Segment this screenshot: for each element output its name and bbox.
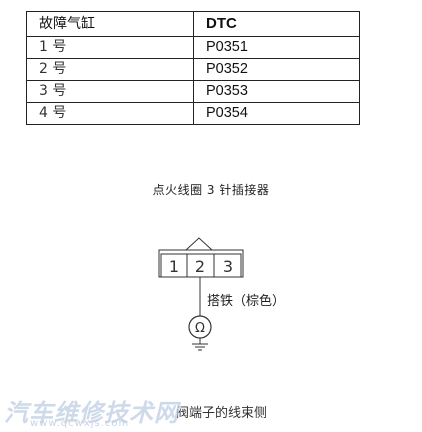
cell-cylinder: 1 号	[26, 36, 194, 59]
pin-2-label: 2	[195, 257, 205, 276]
watermark-url: www.qcwxjs.com	[30, 418, 130, 429]
table-row: 1 号 P0351	[26, 36, 360, 59]
cell-dtc: P0354	[193, 102, 360, 125]
cell-dtc: P0351	[193, 36, 360, 59]
header-dtc: DTC	[193, 11, 360, 37]
harness-side-caption: 阀端子的线束侧	[176, 406, 268, 421]
connector-caption: 点火线圈 3 针插接器	[152, 183, 270, 197]
cell-dtc: P0352	[193, 58, 360, 81]
table-row: 4 号 P0354	[26, 102, 360, 125]
table-row: 2 号 P0352	[26, 58, 360, 81]
cell-cylinder: 2 号	[26, 58, 194, 81]
pin-3-label: 3	[223, 257, 233, 276]
connector-pin-frame	[160, 253, 242, 278]
cell-dtc: P0353	[193, 80, 360, 103]
pin-1-label: 1	[169, 257, 179, 276]
cell-cylinder: 3 号	[26, 80, 194, 103]
connector-housing	[158, 249, 244, 278]
connector-key-tab	[185, 237, 213, 251]
dtc-table: 故障气缸 DTC 1 号 P0351 2 号 P0352 3 号 P0353 4…	[26, 11, 360, 125]
cell-cylinder: 4 号	[26, 102, 194, 125]
header-faulty-cylinder: 故障气缸	[26, 11, 194, 37]
table-header-row: 故障气缸 DTC	[26, 11, 360, 37]
ohm-ground-icon	[188, 315, 212, 339]
ohm-glyph-icon: Ω	[195, 321, 205, 336]
table-row: 3 号 P0353	[26, 80, 360, 103]
ground-wire-label: 搭铁（棕色）	[207, 294, 286, 309]
watermark-logo: 汽车维修技术网	[4, 399, 179, 427]
